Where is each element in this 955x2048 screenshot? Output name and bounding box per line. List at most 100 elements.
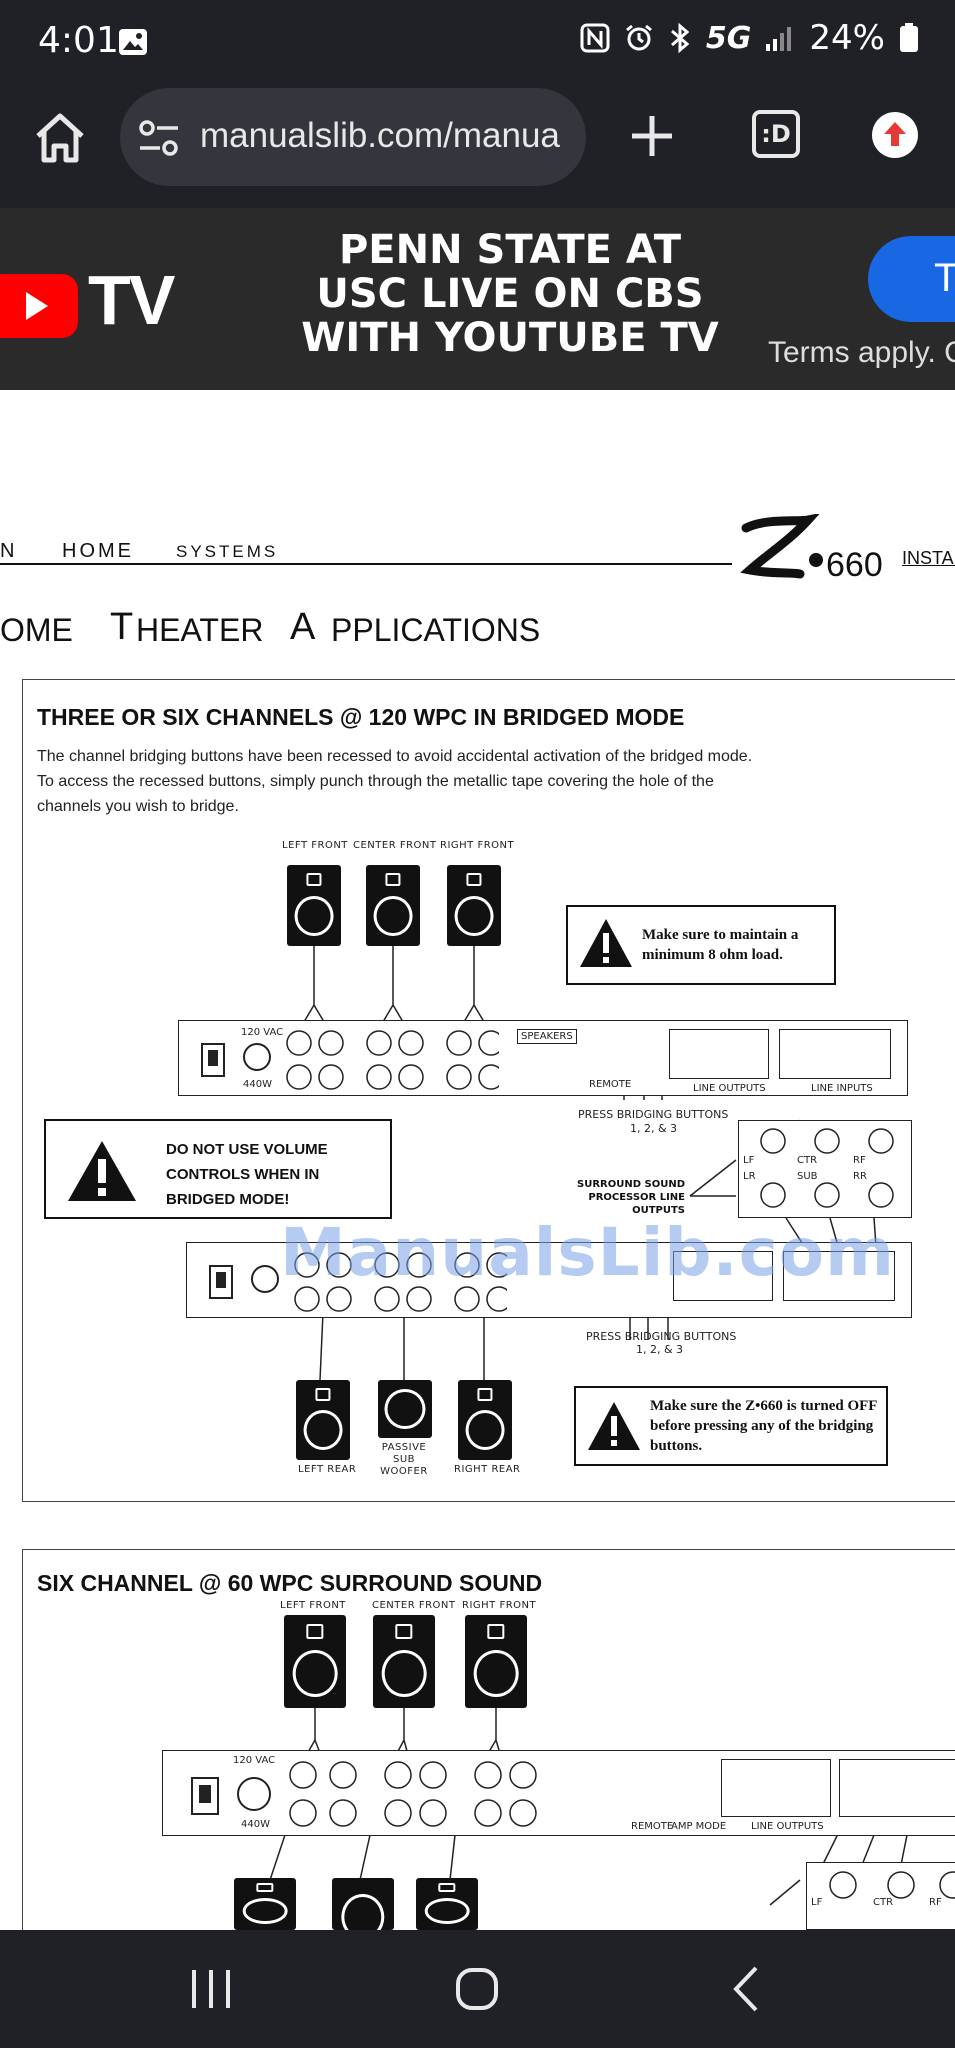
system-nav-bar xyxy=(0,1930,955,2048)
warning-off-box: Make sure the Z•660 is turned OFF before… xyxy=(574,1386,888,1466)
warning-volume-box: DO NOT USE VOLUME CONTROLS WHEN IN BRIDG… xyxy=(44,1119,392,1219)
press-bridging-numbers: 1, 2, & 3 xyxy=(636,1343,684,1356)
warning-icon xyxy=(580,919,632,967)
speaker-sub xyxy=(332,1878,394,1941)
power-inlet-icon xyxy=(237,1777,271,1811)
battery-percent: 24% xyxy=(809,18,885,58)
ad-cta-button[interactable]: T xyxy=(868,236,955,322)
speaker-terminals-icon xyxy=(286,1030,499,1090)
surround-processor: LF CTR RF LR SUB RR xyxy=(738,1120,912,1218)
doc-nav-item: SYSTEMS xyxy=(176,542,279,561)
amplifier-top: 120 VAC 440W SPEAKERS REMOTE LINE OUTPUT… xyxy=(178,1020,908,1096)
amp-watts: 440W xyxy=(241,1819,270,1830)
amp-remote-label: REMOTE xyxy=(589,1079,632,1090)
speaker-left-front xyxy=(287,865,341,946)
speaker-center-front xyxy=(373,1615,435,1708)
speaker-label: LEFT FRONT xyxy=(282,840,348,851)
power-switch-icon xyxy=(209,1265,233,1299)
amp-line-outputs: LINE OUTPUTS xyxy=(693,1083,766,1094)
ad-brand: TV xyxy=(88,261,175,339)
doc-heading-part: T xyxy=(110,606,134,648)
press-bridging-numbers: 1, 2, & 3 xyxy=(630,1122,678,1135)
surround-label: SURROUND SOUND PROCESSOR LINE OUTPUTS xyxy=(577,1179,685,1216)
home-nav-icon[interactable] xyxy=(442,1954,512,2024)
speaker-right-rear xyxy=(416,1878,478,1930)
url-bar[interactable]: manualslib.com/manua xyxy=(120,88,586,186)
speaker-label: RIGHT FRONT xyxy=(440,840,515,851)
tab-switcher-button[interactable]: :D xyxy=(752,110,800,158)
power-inlet-icon xyxy=(243,1043,271,1071)
speaker-label: LEFT REAR xyxy=(298,1464,357,1475)
warning-load-box: Make sure to maintain a minimum 8 ohm lo… xyxy=(566,905,836,985)
doc-header-rule xyxy=(0,563,732,565)
new-tab-icon[interactable] xyxy=(622,106,682,166)
processor-jacks-icon xyxy=(760,1128,894,1208)
processor-label: RF xyxy=(929,1897,942,1908)
speaker-terminals-icon xyxy=(294,1252,507,1312)
back-icon[interactable] xyxy=(712,1954,782,2024)
signal-icon xyxy=(766,27,792,51)
processor-label: LF xyxy=(743,1155,755,1166)
speaker-left-front xyxy=(284,1615,346,1708)
update-icon[interactable] xyxy=(872,112,918,158)
ad-terms: Terms apply. C xyxy=(768,336,955,369)
amp-watts: 440W xyxy=(243,1079,272,1090)
speaker-label: RIGHT REAR xyxy=(454,1464,521,1475)
speaker-right-front xyxy=(465,1615,527,1708)
line-outputs-jacks xyxy=(669,1029,769,1079)
nfc-icon xyxy=(580,23,610,53)
home-icon[interactable] xyxy=(28,106,92,170)
url-text[interactable]: manualslib.com/manua xyxy=(200,116,560,155)
speaker-right-rear xyxy=(458,1380,512,1460)
doc-heading-part: HEATER xyxy=(136,612,264,648)
press-bridging-label: PRESS BRIDGING BUTTONS xyxy=(586,1330,737,1343)
doc-heading-part: A xyxy=(290,606,316,648)
amp-speakers-label: SPEAKERS xyxy=(517,1029,577,1044)
site-settings-icon[interactable] xyxy=(138,118,180,158)
line-inputs-jacks xyxy=(779,1029,891,1079)
power-switch-icon xyxy=(201,1043,225,1077)
amplifier-surround: 120 VAC 440W REMOTE AMP MODE LINE OUTPUT… xyxy=(162,1750,955,1836)
speaker-label: CENTER FRONT xyxy=(353,840,437,851)
speaker-left-rear xyxy=(296,1380,350,1460)
warning-off-text: Make sure the Z•660 is turned OFF before… xyxy=(650,1398,877,1454)
gallery-icon xyxy=(119,29,147,55)
press-bridging-label: PRESS BRIDGING BUTTONS xyxy=(578,1108,729,1121)
processor-label: LF xyxy=(811,1897,823,1908)
doc-heading-part: OME xyxy=(0,612,73,648)
power-switch-icon xyxy=(191,1777,219,1815)
line-outputs-jacks xyxy=(721,1759,831,1817)
status-bar: 4:01 5G 24% xyxy=(0,0,955,84)
amp-line-inputs: LINE INPUTS xyxy=(811,1083,873,1094)
speaker-label: LEFT FRONT xyxy=(280,1600,346,1611)
speaker-label: PASSIVE SUB WOOFER xyxy=(380,1442,428,1477)
alarm-icon xyxy=(625,24,652,51)
speaker-left-rear xyxy=(234,1878,296,1930)
warning-volume-text: DO NOT USE VOLUME CONTROLS WHEN IN BRIDG… xyxy=(166,1141,328,1208)
speaker-terminals-icon xyxy=(289,1761,537,1827)
ad-cta-label: T xyxy=(934,256,955,300)
amp-line-outputs: LINE OUTPUTS xyxy=(751,1821,824,1832)
speaker-right-front xyxy=(447,865,501,946)
amp-mode-label: AMP MODE xyxy=(671,1821,727,1832)
processor-label: RR xyxy=(853,1171,867,1182)
surround-processor-2: LF CTR RF xyxy=(806,1862,955,1930)
install-link[interactable]: INSTAL xyxy=(902,548,955,568)
recent-apps-icon[interactable] xyxy=(176,1954,246,2024)
z-logo-icon xyxy=(740,514,823,579)
processor-jacks-icon xyxy=(829,1871,955,1899)
amplifier-bottom xyxy=(186,1242,912,1318)
panel-title: THREE OR SIX CHANNELS @ 120 WPC IN BRIDG… xyxy=(37,704,685,730)
bluetooth-icon xyxy=(670,22,690,54)
doc-nav-item: N xyxy=(0,540,18,562)
network-label: 5G xyxy=(705,20,752,56)
processor-label: CTR xyxy=(797,1155,818,1166)
panel-body: The channel bridging buttons have been r… xyxy=(37,748,753,815)
processor-label: SUB xyxy=(797,1171,818,1182)
logo-number: 660 xyxy=(826,546,883,584)
watermark: ManualsLib.com xyxy=(280,1214,895,1291)
doc-nav-item: HOME xyxy=(62,540,134,562)
ad-banner[interactable]: TV PENN STATE AT USC LIVE ON CBS WITH YO… xyxy=(0,208,955,390)
warning-icon xyxy=(588,1402,640,1450)
